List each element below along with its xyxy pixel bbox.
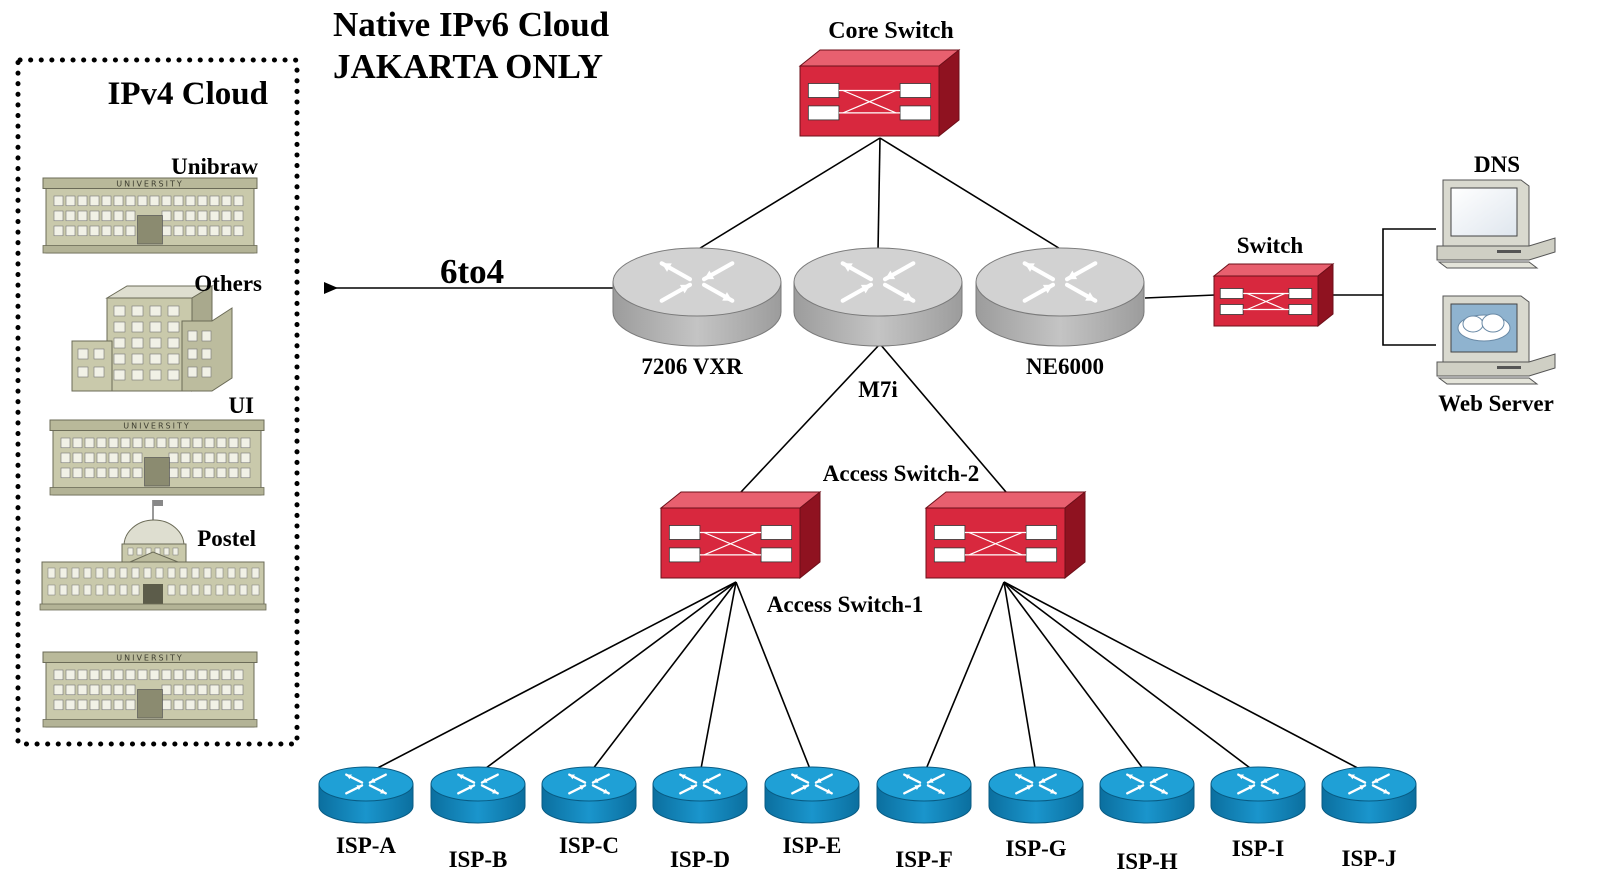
link-isp-isp-c — [588, 581, 737, 775]
page-title-line2: JAKARTA ONLY — [333, 47, 603, 86]
isp-router-isp-c[interactable] — [541, 766, 637, 824]
router-label-7206: 7206 VXR — [641, 354, 743, 379]
isp-router-isp-a[interactable] — [318, 766, 414, 824]
web-server[interactable] — [1436, 295, 1556, 385]
link-core-m7i — [877, 137, 881, 252]
link-isp-isp-g — [1003, 581, 1037, 775]
servers — [1436, 179, 1556, 385]
link-isp-isp-i — [1003, 581, 1259, 775]
isp-label-isp-f: ISP-F — [895, 847, 953, 872]
link-isp-isp-b — [477, 581, 737, 775]
dns-label: DNS — [1474, 152, 1520, 177]
core-routers — [612, 247, 1145, 347]
site-ui-building: UNIVERSITY — [49, 419, 265, 496]
link-ne6000-switch — [1144, 294, 1216, 299]
core-switch-label: Core Switch — [828, 18, 954, 44]
router-label-ne6000: NE6000 — [1026, 354, 1104, 379]
isp-router-isp-i[interactable] — [1210, 766, 1306, 824]
ipv4-cloud-border — [15, 57, 300, 747]
tunnel-label: 6to4 — [440, 252, 504, 291]
site-label-postel: Postel — [197, 526, 256, 551]
isp-router-isp-d[interactable] — [652, 766, 748, 824]
isp-labels: ISP-A ISP-B ISP-C ISP-D ISP-E ISP-F ISP-G ISP-H… — [336, 833, 1397, 874]
server-switch-label: Switch — [1237, 233, 1304, 258]
isp-label-isp-h: ISP-H — [1116, 849, 1177, 874]
isp-label-isp-b: ISP-B — [449, 847, 508, 872]
isp-label-isp-c: ISP-C — [559, 833, 619, 858]
link-isp-isp-d — [699, 581, 737, 775]
isp-router-isp-b[interactable] — [430, 766, 526, 824]
core-switch[interactable] — [798, 48, 961, 138]
access-switch-2[interactable] — [924, 490, 1087, 580]
isp-label-isp-g: ISP-G — [1005, 836, 1066, 861]
access-switch-1-label: Access Switch-1 — [767, 592, 924, 617]
page-title-line1: Native IPv6 Cloud — [333, 5, 610, 44]
isp-label-isp-d: ISP-D — [670, 847, 730, 872]
isp-router-isp-e[interactable] — [764, 766, 860, 824]
router-label-m7i: M7i — [858, 377, 898, 402]
link-core-7206 — [696, 137, 881, 251]
access-switch-2-label: Access Switch-2 — [823, 461, 980, 486]
link-isp-isp-f — [923, 581, 1005, 775]
site-unibraw-building: UNIVERSITY — [42, 177, 258, 254]
isp-router-isp-h[interactable] — [1099, 766, 1195, 824]
site-label-unibraw: Unibraw — [171, 154, 258, 179]
site-university-building: UNIVERSITY — [42, 651, 258, 728]
ipv4-cloud-title: IPv4 Cloud — [108, 76, 268, 112]
link-isp-isp-j — [1003, 581, 1370, 775]
isp-routers — [318, 766, 1417, 824]
site-label-others: Others — [194, 271, 262, 296]
web-server-label: Web Server — [1438, 391, 1554, 416]
connection-lines — [324, 137, 1436, 775]
site-postel-building — [39, 500, 267, 611]
link-m7i-as2 — [879, 343, 1007, 493]
link-core-ne6000 — [879, 137, 1063, 251]
isp-label-isp-i: ISP-I — [1232, 836, 1284, 861]
link-server-bus — [1382, 228, 1436, 346]
link-isp-isp-h — [1003, 581, 1148, 775]
site-others-building — [71, 285, 233, 392]
isp-label-isp-j: ISP-J — [1342, 846, 1397, 871]
isp-label-isp-e: ISP-E — [783, 833, 842, 858]
router-7206vxr[interactable] — [612, 247, 782, 347]
isp-router-isp-j[interactable] — [1321, 766, 1417, 824]
access-switch-1-links — [365, 581, 813, 775]
ipv4-sites: UNIVERSITY UNIVERSITY UNIVERSITY — [39, 177, 267, 728]
isp-router-isp-g[interactable] — [988, 766, 1084, 824]
access-switch-1[interactable] — [659, 490, 822, 580]
server-switch[interactable] — [1212, 262, 1335, 328]
svg-text:UNIVERSITY: UNIVERSITY — [116, 653, 184, 662]
dns-server[interactable] — [1436, 179, 1556, 269]
link-m7i-as1 — [740, 343, 881, 493]
isp-router-isp-f[interactable] — [876, 766, 972, 824]
switches — [659, 48, 1335, 580]
site-label-ui: UI — [228, 393, 254, 418]
isp-label-isp-a: ISP-A — [336, 833, 396, 858]
svg-text:UNIVERSITY: UNIVERSITY — [116, 179, 184, 188]
svg-text:UNIVERSITY: UNIVERSITY — [123, 421, 191, 430]
access-switch-2-links — [923, 581, 1370, 775]
router-m7i[interactable] — [793, 247, 963, 347]
link-isp-isp-e — [735, 581, 813, 775]
router-ne6000[interactable] — [975, 247, 1145, 347]
link-isp-isp-a — [365, 581, 737, 775]
